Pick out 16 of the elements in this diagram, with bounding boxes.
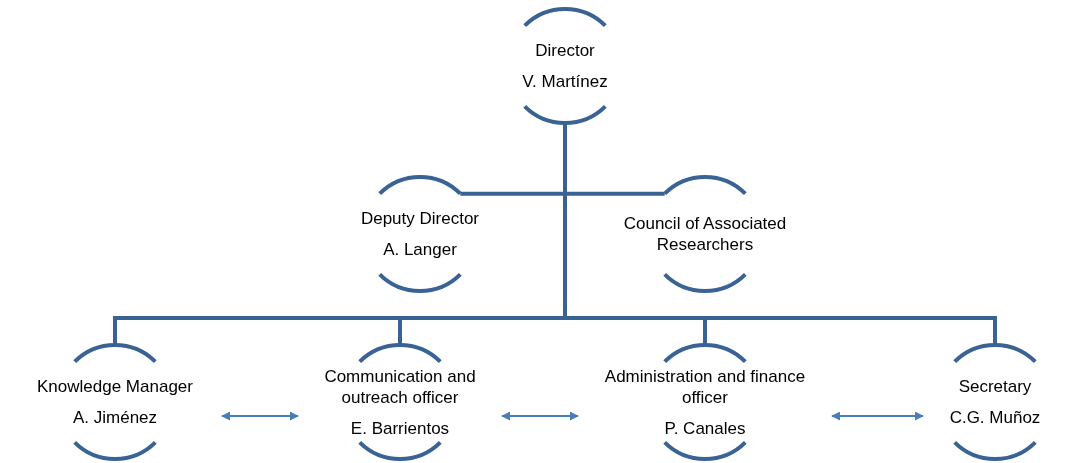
role-title: Director bbox=[535, 40, 595, 61]
person-name: C.G. Muñoz bbox=[949, 407, 1041, 428]
role-title: Deputy Director bbox=[360, 208, 480, 229]
double-arrow bbox=[221, 411, 299, 421]
role-title: Secretary bbox=[958, 376, 1032, 397]
person-name: A. Langer bbox=[383, 239, 457, 260]
double-arrow bbox=[501, 411, 579, 421]
role-title: Council of Associated Researchers bbox=[622, 213, 788, 255]
role-title: Administration and finance officer bbox=[603, 365, 807, 408]
role-title: Knowledge Manager bbox=[37, 376, 193, 397]
person-name: P. Canales bbox=[664, 417, 746, 439]
person-name: E. Barrientos bbox=[350, 417, 450, 439]
person-name: V. Martínez bbox=[522, 71, 608, 92]
role-title: Communication and outreach officer bbox=[323, 365, 477, 408]
double-arrow bbox=[831, 411, 924, 421]
person-name: A. Jiménez bbox=[72, 407, 158, 428]
